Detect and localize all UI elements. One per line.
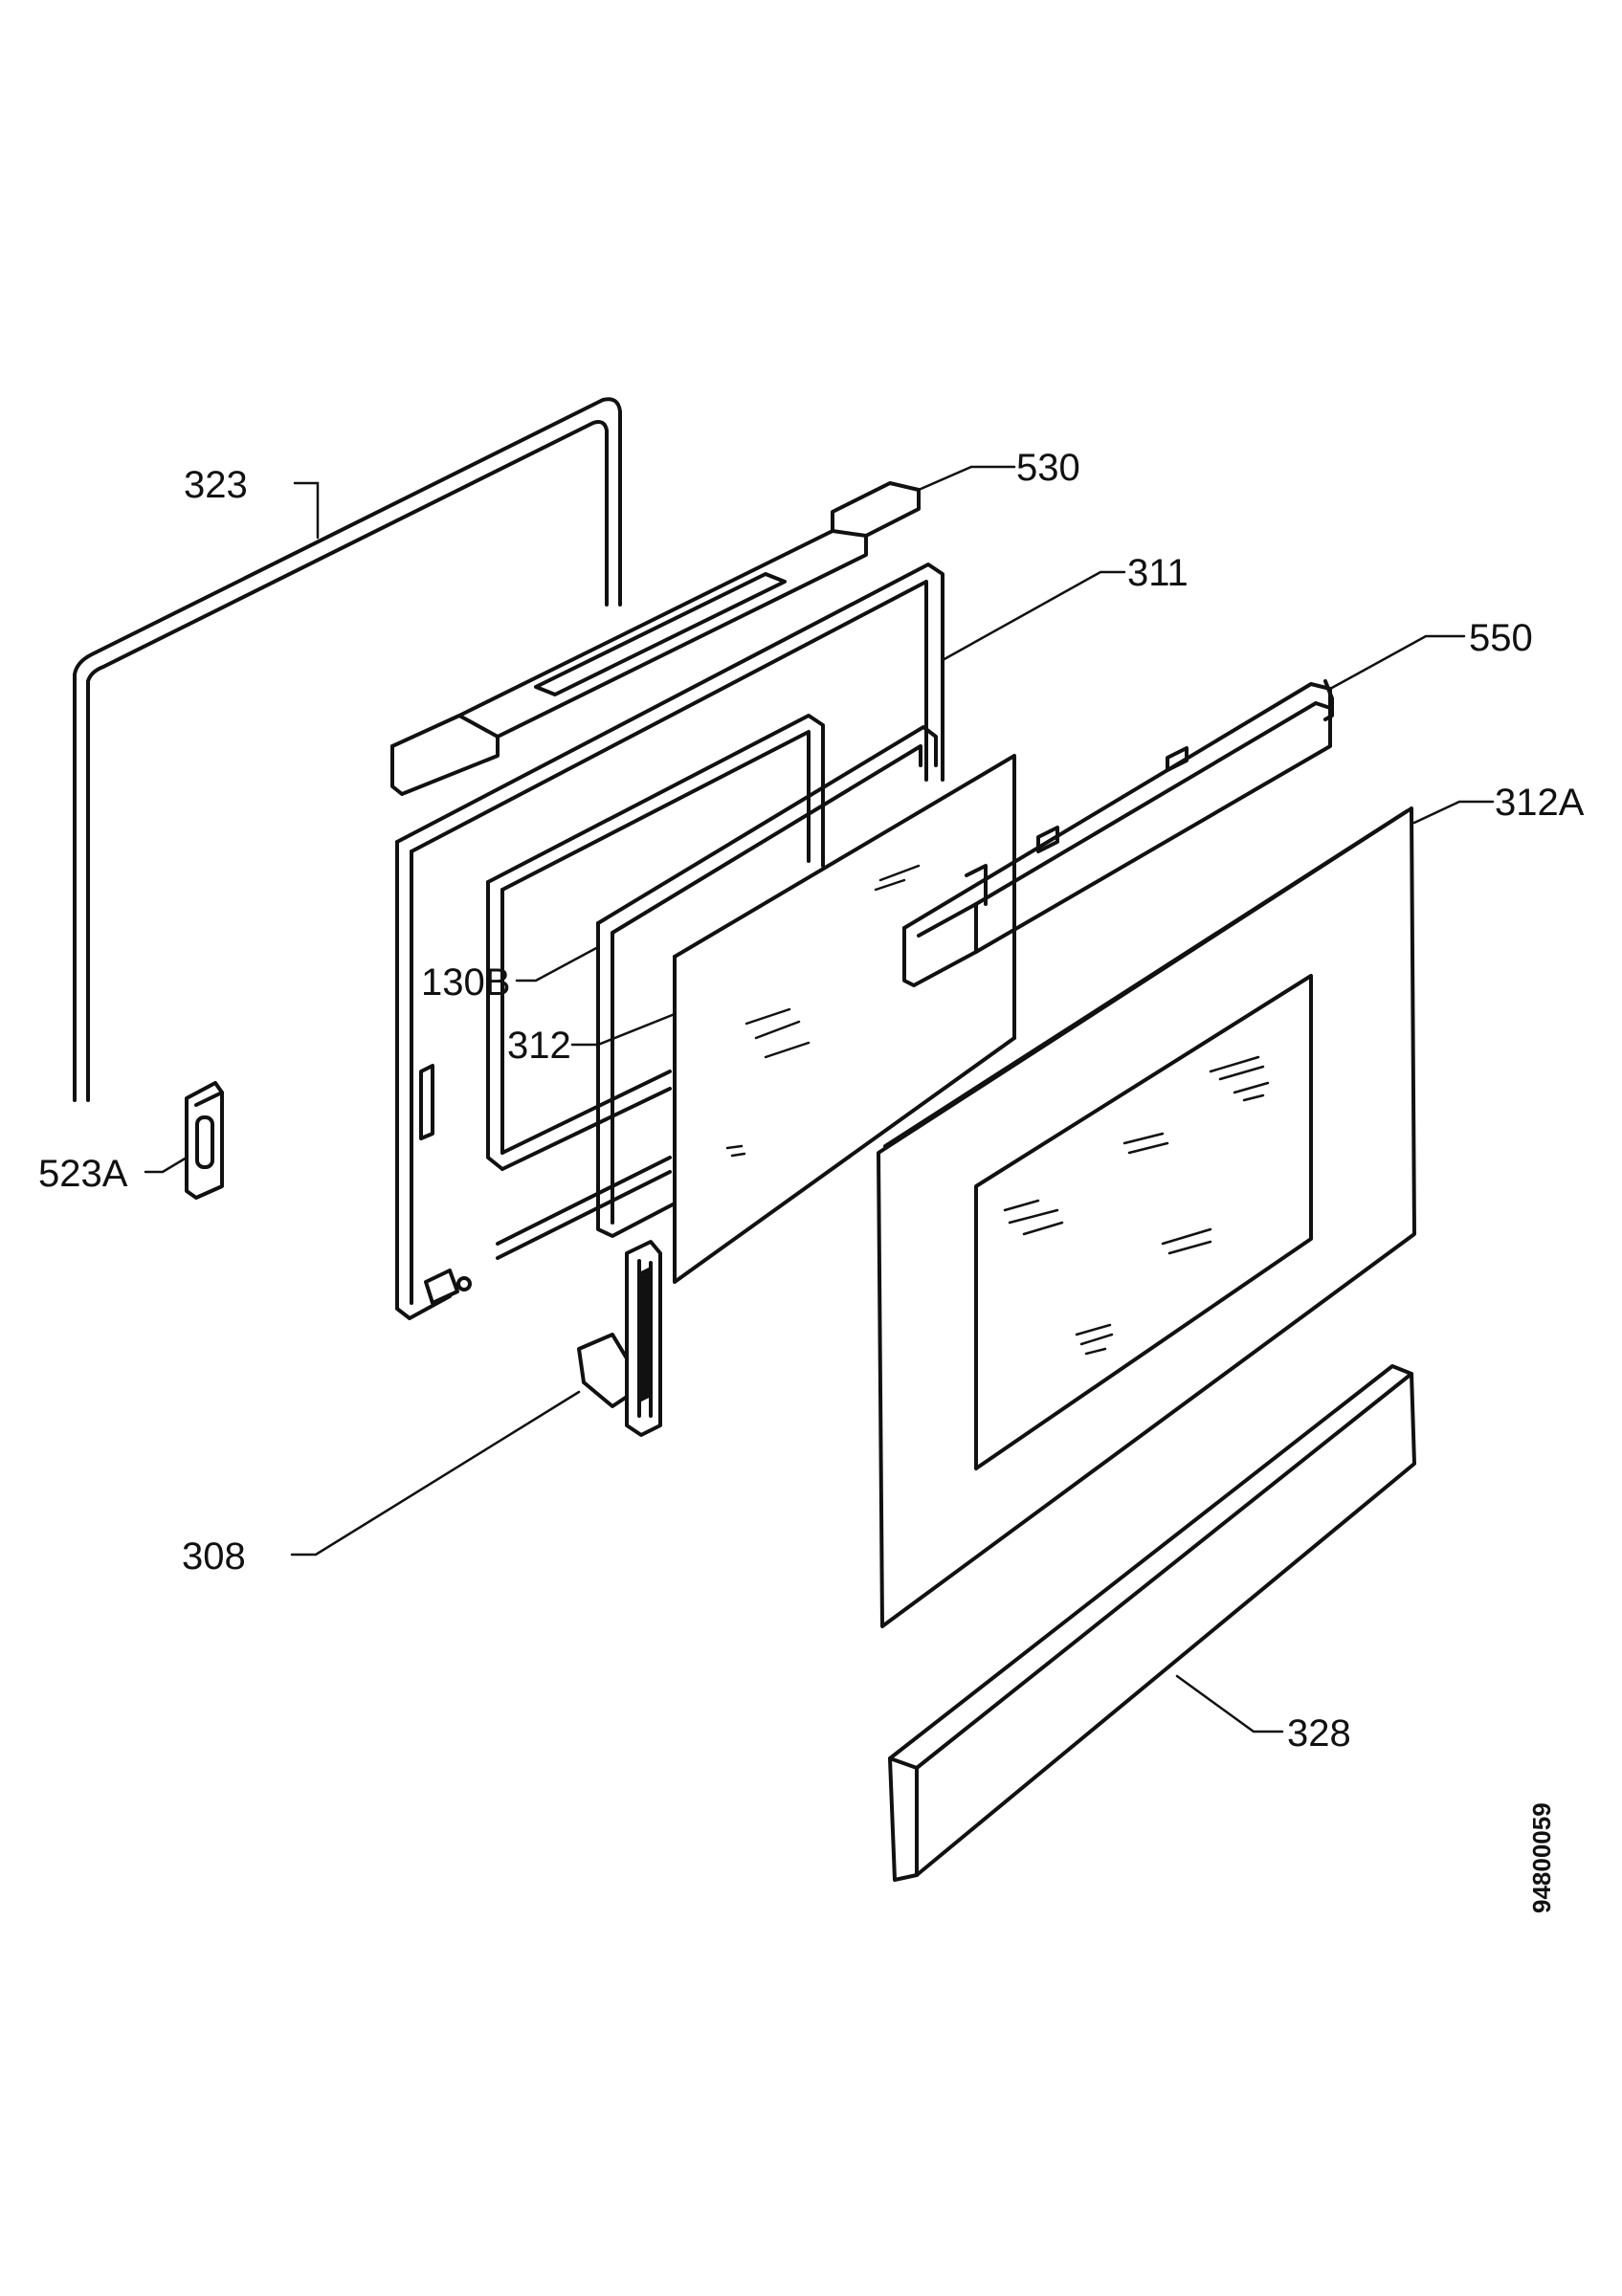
part-130B-frame-seal	[596, 725, 938, 1238]
leader-328	[1175, 1674, 1284, 1733]
label-130B: 130B	[421, 961, 510, 1004]
label-311: 311	[1127, 552, 1189, 594]
leader-530	[917, 465, 1016, 492]
leader-312A	[1412, 800, 1495, 825]
part-308-hinge	[577, 1240, 662, 1437]
label-312: 312	[507, 1025, 571, 1067]
leader-311	[941, 570, 1126, 662]
label-323: 323	[184, 464, 248, 506]
leader-lines	[144, 465, 1495, 1733]
drawing-number: 94800059	[1527, 1802, 1556, 1913]
label-312A: 312A	[1495, 782, 1585, 824]
part-550-glass-retainer	[902, 679, 1334, 987]
part-523A-catch	[185, 1081, 224, 1200]
leader-550	[1328, 634, 1466, 691]
part-328-handle	[888, 1364, 1416, 1882]
label-328: 328	[1287, 1712, 1351, 1755]
part-312-inner-glass	[673, 754, 1016, 1284]
part-323-door-seal	[73, 397, 622, 1102]
leader-323	[293, 481, 320, 540]
leader-130B	[515, 945, 600, 982]
leader-308	[290, 1390, 581, 1556]
leader-523A	[144, 1156, 189, 1174]
part-312A-outer-door-panel	[877, 806, 1416, 1628]
label-530: 530	[1016, 447, 1080, 489]
part-530-top-strip	[390, 481, 921, 796]
leader-312	[570, 1012, 677, 1047]
label-523A: 523A	[38, 1153, 128, 1195]
label-550: 550	[1469, 617, 1533, 659]
part-311-inner-door-frame	[395, 563, 944, 1320]
label-308: 308	[182, 1535, 246, 1578]
